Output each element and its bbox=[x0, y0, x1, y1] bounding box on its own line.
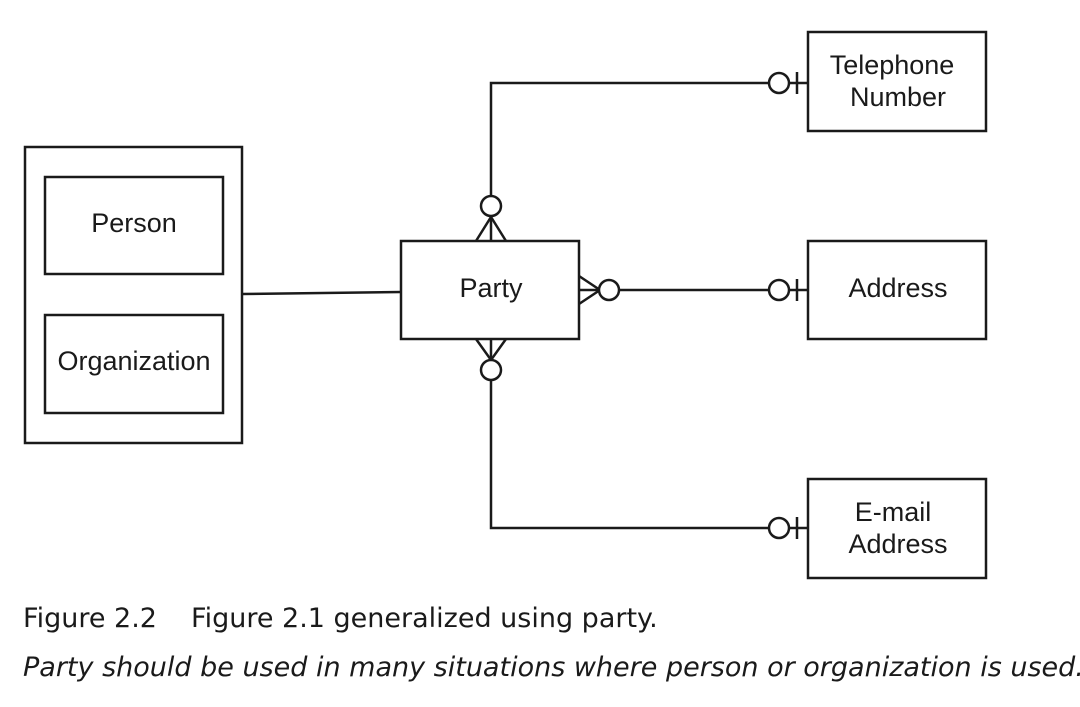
party-email-relationship bbox=[474, 338, 808, 540]
figure-number: Figure 2.2 bbox=[23, 603, 157, 634]
organization-label: Organization bbox=[57, 346, 210, 376]
figure-note: Party should be used in many situations … bbox=[23, 652, 1080, 683]
party-email-optional-circle bbox=[479, 358, 503, 382]
email-address-label-line1: E-mail bbox=[855, 497, 932, 527]
address-optional-circle bbox=[767, 278, 791, 302]
telephone-number-entity[interactable] bbox=[806, 30, 988, 133]
party-telephone-relationship bbox=[474, 71, 808, 242]
party-address-optional-circle bbox=[597, 278, 621, 302]
email-optional-circle bbox=[767, 516, 791, 540]
telephone-number-label-line1: Telephone bbox=[830, 50, 955, 80]
party-telephone-optional-circle bbox=[479, 194, 503, 218]
address-label: Address bbox=[848, 273, 947, 303]
figure-caption: Figure 2.2 Figure 2.1 generalized using p… bbox=[23, 603, 658, 634]
party-telephone-line bbox=[489, 81, 770, 196]
email-address-entity[interactable] bbox=[806, 477, 988, 580]
telephone-number-label-line2: Number bbox=[850, 82, 946, 112]
er-diagram: Person Organization Party Telephone Numb… bbox=[23, 30, 988, 580]
telephone-optional-circle bbox=[767, 71, 791, 95]
party-email-line bbox=[489, 380, 770, 530]
person-entity[interactable] bbox=[43, 175, 225, 276]
party-label: Party bbox=[459, 273, 523, 303]
email-address-label-line2: Address bbox=[848, 529, 947, 559]
person-label: Person bbox=[91, 208, 177, 238]
subtype-to-party-line bbox=[241, 290, 402, 296]
party-address-relationship bbox=[578, 274, 808, 306]
figure-title: Figure 2.1 generalized using party. bbox=[191, 603, 658, 634]
organization-entity[interactable] bbox=[43, 313, 225, 415]
